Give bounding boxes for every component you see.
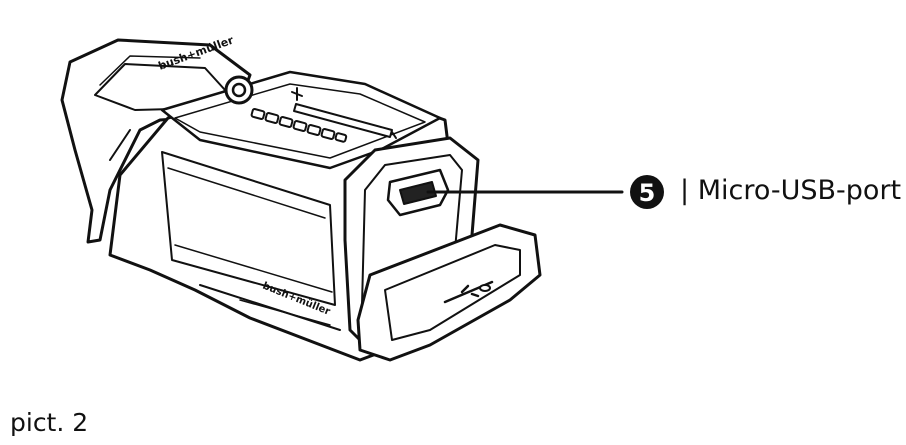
usb-symbol-icon	[291, 87, 303, 101]
figure-caption: pict. 2	[10, 408, 89, 437]
callout-separator: |	[680, 175, 690, 206]
callout-number: 5	[639, 179, 656, 207]
port-flap-cover	[356, 223, 542, 362]
battery-level-leds	[250, 108, 348, 143]
rear-grip	[60, 38, 252, 244]
micro-usb-port	[386, 168, 450, 217]
charge-indicator-bar	[293, 103, 393, 138]
callout-number-badge: 5	[630, 175, 664, 209]
callout-label: | Micro-USB-port	[680, 175, 901, 206]
callout-text: Micro-USB-port	[697, 175, 902, 206]
control-panel	[224, 75, 397, 143]
